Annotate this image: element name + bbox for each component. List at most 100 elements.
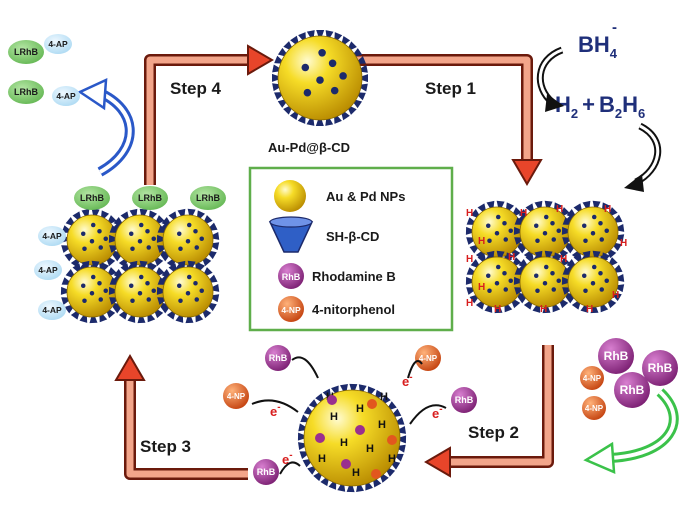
h-label: H [340, 437, 348, 449]
cd-spike [466, 267, 476, 275]
cd-spike [469, 294, 479, 304]
h-label: H [604, 204, 611, 215]
cd-spike [148, 262, 158, 272]
np-badge: 4-NP [582, 396, 606, 420]
electron-transfer-arrow [251, 399, 299, 413]
rhb-badge: RhB [451, 387, 477, 413]
cd-spike [168, 211, 177, 221]
cd-cavity [81, 231, 86, 236]
cd-spike [359, 83, 368, 92]
cd-spike [277, 99, 287, 108]
cd-spike [367, 386, 376, 395]
cd-cavity [137, 291, 143, 296]
h-label: H [388, 453, 396, 465]
rhb-badge: RhB [614, 372, 650, 408]
adsorbed-molecule [315, 433, 325, 443]
cd-spike [512, 257, 522, 267]
cd-cavity [318, 49, 326, 57]
cd-spike [387, 401, 397, 410]
cd-cavity [303, 88, 312, 97]
cd-spike [160, 304, 170, 314]
np-core [303, 389, 401, 487]
step3-label: Step 3 [140, 437, 191, 456]
cd-spike [298, 32, 306, 41]
cd-spike [496, 200, 505, 209]
step4-arrowhead [247, 44, 274, 76]
cd-spike [396, 417, 405, 425]
cd-spike [334, 32, 343, 41]
cd-spike [612, 292, 622, 302]
cd-spike [315, 393, 324, 403]
cd-spike [109, 277, 119, 285]
reaction-sphere [297, 383, 407, 493]
h-label: H [540, 304, 547, 315]
cd-spike [592, 200, 601, 209]
cd-spike [61, 245, 70, 253]
cd-spike [357, 92, 366, 101]
nanoparticles [60, 29, 625, 493]
cd-spike [113, 217, 123, 226]
cd-spike [166, 310, 176, 320]
cd-cavity [544, 264, 549, 270]
cd-cavity [178, 298, 183, 303]
cd-spike [320, 477, 329, 487]
step1-label: Step 1 [425, 79, 476, 98]
h-label: H [494, 304, 501, 315]
cd-cavity [146, 245, 151, 250]
cd-spike [470, 209, 480, 218]
cd-spike [283, 105, 293, 115]
cd-spike [177, 260, 186, 269]
electron-label: e- [282, 450, 293, 467]
h-label: H [478, 282, 485, 293]
cd-spike [358, 384, 367, 393]
cd-spike [386, 467, 396, 477]
np-badge-text: 4-NP [585, 404, 604, 413]
cd-spike [359, 64, 368, 73]
cd-cavity [91, 274, 96, 280]
lrhb-badge-text: LRhB [14, 47, 38, 57]
cd-spike [208, 274, 218, 283]
cd-cavity [503, 287, 508, 292]
lrhb-badge-text: LRhB [196, 193, 220, 203]
cd-cavity [130, 298, 135, 303]
cd-spike [157, 225, 167, 233]
cd-spike [565, 244, 575, 254]
cd-cavity [502, 271, 507, 276]
cd-spike [477, 203, 486, 213]
cd-spike [306, 30, 315, 39]
cd-spike [613, 214, 623, 223]
cd-spike [616, 284, 625, 293]
ap-badge: 4-AP [38, 300, 66, 320]
cd-spike [349, 383, 358, 392]
cd-spike [306, 117, 315, 126]
rhb-badge: RhB [642, 350, 678, 386]
step1-arrowhead [511, 159, 543, 186]
cd-spike [395, 453, 404, 462]
cd-spike [118, 310, 128, 320]
cd-spike [512, 207, 522, 217]
cd-cavity [81, 283, 86, 288]
cd-cavity [542, 231, 548, 236]
cd-spike [592, 250, 601, 259]
cd-cavity [330, 86, 339, 95]
cd-spike [290, 35, 299, 45]
cd-spike [187, 208, 196, 217]
cd-spike [534, 200, 543, 209]
cd-spike [347, 41, 357, 51]
ap-badge: 4-AP [34, 260, 62, 280]
cd-cavity [89, 239, 95, 244]
cd-spike [544, 250, 553, 259]
cd-spike [211, 242, 220, 251]
cd-spike [202, 309, 212, 319]
cd-spike [616, 234, 625, 243]
cd-cavity [556, 228, 561, 233]
cd-cavity [193, 281, 198, 286]
h-label: H [520, 208, 527, 219]
cd-spike [127, 314, 136, 323]
cd-spike [89, 315, 98, 324]
cd-spike [72, 211, 81, 221]
cd-spike [148, 210, 158, 220]
cd-spike [353, 48, 363, 57]
